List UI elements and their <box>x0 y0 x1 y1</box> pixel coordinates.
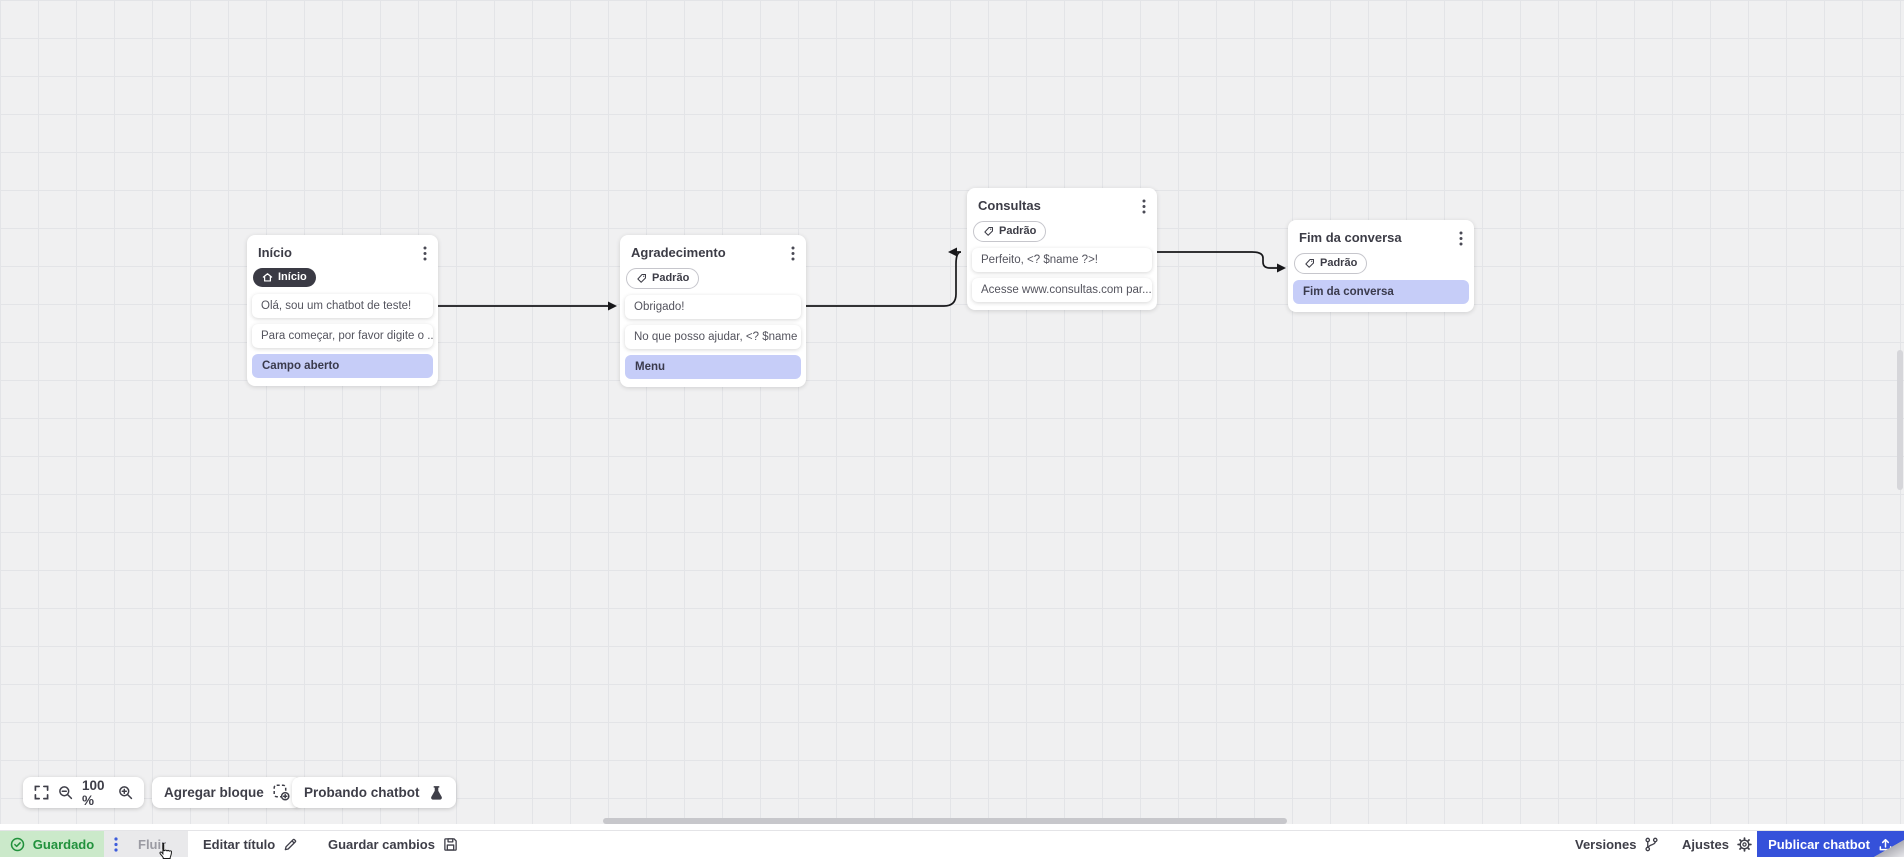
save-icon <box>443 837 458 852</box>
settings-label: Ajustes <box>1682 836 1729 852</box>
zoom-out-icon[interactable] <box>58 785 73 800</box>
publish-label: Publicar chatbot <box>1768 836 1870 852</box>
flask-icon <box>429 785 444 801</box>
node-title: Agradecimento <box>631 245 726 260</box>
edge-consultas-fim <box>1157 251 1286 273</box>
node-message[interactable]: Olá, sou um chatbot de teste! <box>252 294 433 318</box>
node-title: Início <box>258 245 292 260</box>
tag-icon <box>636 273 647 284</box>
node-badge-label: Padrão <box>1320 257 1358 269</box>
settings-button[interactable]: Ajustes <box>1682 831 1752 857</box>
page-corner-fold <box>1874 840 1904 857</box>
git-branch-icon <box>1644 837 1659 852</box>
edit-title-label: Editar título <box>203 836 276 852</box>
node-action-chip[interactable]: Campo aberto <box>252 354 433 378</box>
node-action-chip[interactable]: Menu <box>625 355 801 379</box>
node-message[interactable]: Acesse www.consultas.com par... <box>972 278 1152 302</box>
edge-agradecimento-consultas <box>806 247 962 307</box>
home-icon <box>262 272 273 283</box>
node-menu-kebab-icon[interactable] <box>1455 230 1467 247</box>
node-menu-kebab-icon[interactable] <box>1138 198 1150 215</box>
node-message[interactable]: No que posso ajudar, <? $name ... <box>625 325 801 349</box>
edit-title-button[interactable]: Editar título <box>203 831 298 857</box>
node-badge-label: Padrão <box>999 225 1037 237</box>
add-block-button[interactable]: Agregar bloque <box>152 777 302 808</box>
node-menu-kebab-icon[interactable] <box>787 245 799 262</box>
node-message[interactable]: Perfeito, <? $name ?>! <box>972 248 1152 272</box>
test-chatbot-label: Probando chatbot <box>304 785 420 800</box>
flow-kebab-menu-icon[interactable] <box>114 836 118 852</box>
test-chatbot-button[interactable]: Probando chatbot <box>292 777 456 808</box>
status-bar: Guardado Fluir Editar título Guardar cam… <box>0 830 1904 857</box>
versions-button[interactable]: Versiones <box>1575 831 1659 857</box>
node-badge: Início <box>253 268 316 287</box>
node-action-chip[interactable]: Fim da conversa <box>1293 280 1469 304</box>
node-badge: Padrão <box>973 221 1047 242</box>
gear-icon <box>1737 836 1752 852</box>
node-badge: Padrão <box>1294 253 1368 274</box>
publish-chatbot-button[interactable]: Publicar chatbot <box>1757 831 1904 857</box>
node-menu-kebab-icon[interactable] <box>419 245 431 262</box>
pencil-icon <box>283 837 298 852</box>
node-message[interactable]: Obrigado! <box>625 295 801 319</box>
node-message[interactable]: Para começar, por favor digite o ... <box>252 324 433 348</box>
check-circle-icon <box>10 837 25 852</box>
save-changes-label: Guardar cambios <box>328 836 435 852</box>
tab-flow[interactable]: Fluir <box>104 831 188 857</box>
horizontal-scrollbar[interactable] <box>603 818 1287 824</box>
saved-status-badge: Guardado <box>0 831 104 857</box>
add-block-label: Agregar bloque <box>164 785 264 800</box>
save-changes-button[interactable]: Guardar cambios <box>328 831 458 857</box>
add-block-icon <box>273 784 290 801</box>
versions-label: Versiones <box>1575 836 1637 852</box>
fit-view-icon[interactable] <box>34 785 49 800</box>
node-badge: Padrão <box>626 268 700 289</box>
flow-tab-label: Fluir <box>138 836 167 852</box>
saved-label: Guardado <box>32 836 95 852</box>
tag-icon <box>1304 258 1315 269</box>
node-title: Fim da conversa <box>1299 230 1402 245</box>
zoom-in-icon[interactable] <box>118 785 133 800</box>
zoom-toolbar: 100 % <box>23 777 144 808</box>
vertical-scrollbar[interactable] <box>1897 350 1903 490</box>
zoom-level-value: 100 % <box>82 777 105 808</box>
flow-edges <box>438 247 1286 311</box>
node-title: Consultas <box>978 198 1041 213</box>
node-badge-label: Início <box>278 271 307 283</box>
node-badge-label: Padrão <box>652 272 690 284</box>
tag-icon <box>983 226 994 237</box>
